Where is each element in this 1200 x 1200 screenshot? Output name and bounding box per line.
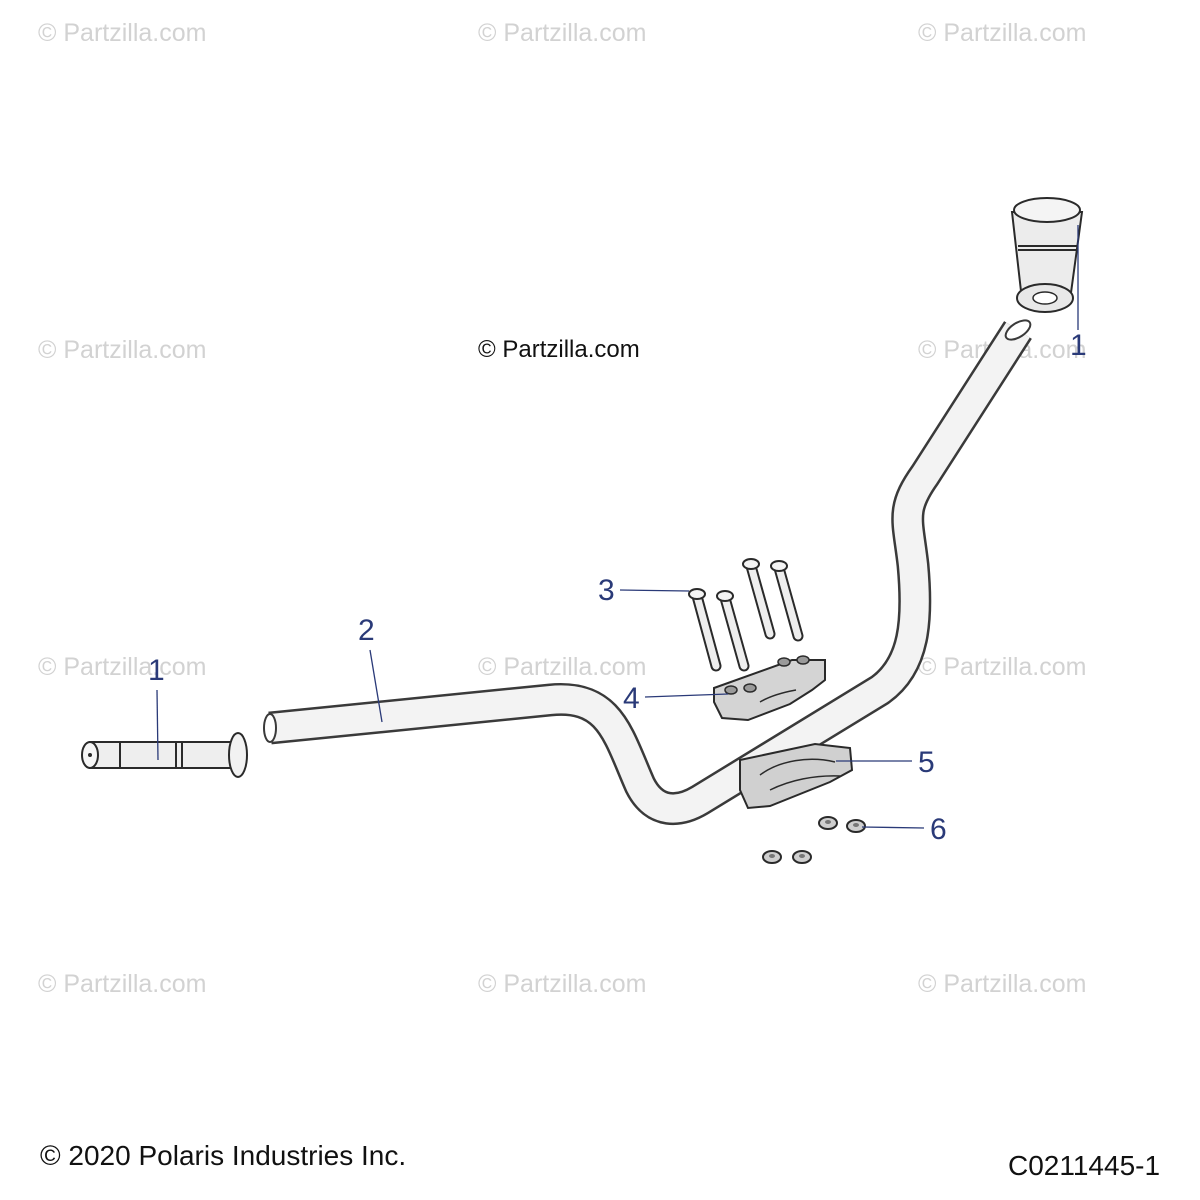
right-grip bbox=[1010, 197, 1084, 313]
nut bbox=[762, 850, 782, 864]
nut bbox=[818, 816, 838, 830]
bolt bbox=[716, 590, 750, 672]
watermark: © Partzilla.com bbox=[38, 653, 206, 681]
callout-grip-right: 1 bbox=[1070, 329, 1087, 362]
left-grip bbox=[81, 732, 248, 778]
callout-nut: 6 bbox=[930, 813, 947, 846]
leader-line bbox=[644, 693, 729, 698]
callout-grip-left: 1 bbox=[148, 654, 165, 687]
watermark: © Partzilla.com bbox=[478, 653, 646, 681]
leader-line bbox=[619, 589, 690, 592]
watermark: © Partzilla.com bbox=[38, 19, 206, 47]
callout-handlebar: 2 bbox=[358, 614, 375, 647]
callout-lower-clamp: 5 bbox=[918, 746, 935, 779]
bolts bbox=[688, 558, 804, 672]
watermark: © Partzilla.com bbox=[38, 970, 206, 998]
nut bbox=[792, 850, 812, 864]
watermark-grid: © Partzilla.com © Partzilla.com © Partzi… bbox=[38, 19, 1086, 998]
lower-clamp bbox=[739, 742, 854, 810]
watermark: © Partzilla.com bbox=[38, 336, 206, 364]
watermark: © Partzilla.com bbox=[478, 19, 646, 47]
watermark: © Partzilla.com bbox=[918, 970, 1086, 998]
diagram-id: C0211445-1 bbox=[1008, 1150, 1161, 1181]
nut bbox=[846, 819, 866, 833]
leader-lines bbox=[156, 225, 1079, 829]
callout-bolt: 3 bbox=[598, 574, 615, 607]
watermark: © Partzilla.com bbox=[478, 970, 646, 998]
bolt bbox=[688, 588, 722, 672]
leader-line bbox=[861, 826, 925, 829]
watermark: © Partzilla.com bbox=[918, 653, 1086, 681]
copyright-text: © 2020 Polaris Industries Inc. bbox=[40, 1140, 407, 1171]
watermark: © Partzilla.com bbox=[918, 19, 1086, 47]
bolt bbox=[770, 560, 804, 642]
callout-upper-clamp: 4 bbox=[623, 682, 640, 715]
callouts: 1 2 1 3 4 5 6 bbox=[148, 329, 1087, 846]
leader-line bbox=[369, 649, 383, 723]
leader-line bbox=[156, 689, 159, 761]
handlebar bbox=[263, 319, 1032, 826]
bolt bbox=[742, 558, 776, 640]
center-watermark: © Partzilla.com bbox=[478, 336, 640, 363]
upper-clamp bbox=[713, 655, 826, 722]
nuts bbox=[762, 816, 866, 864]
